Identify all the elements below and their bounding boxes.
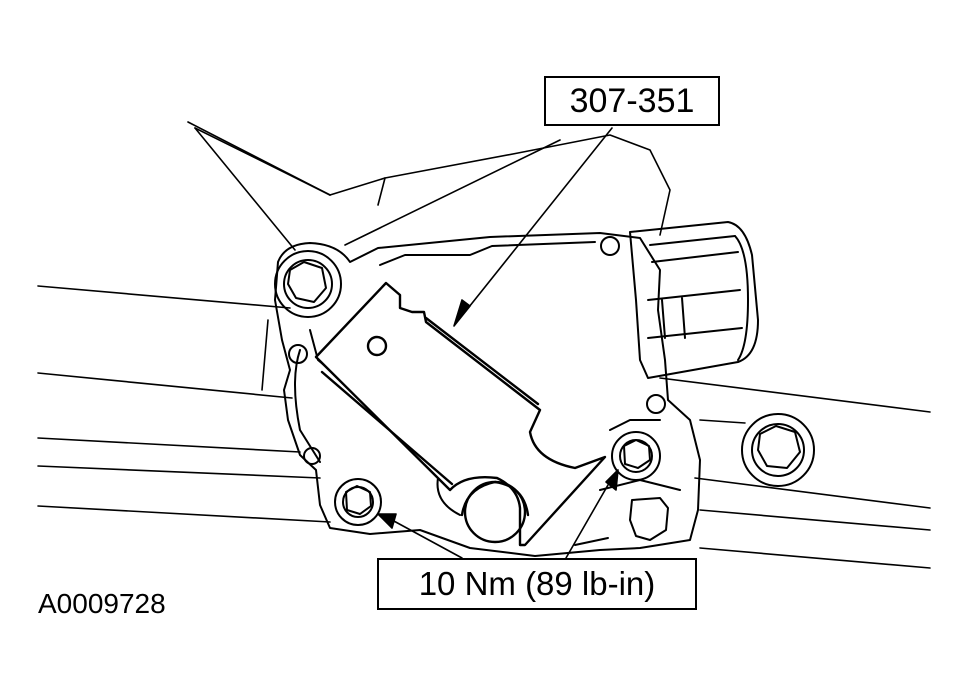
tool-callout-leader (453, 127, 613, 327)
figure-id-label: A0009728 (38, 588, 166, 619)
bolt-leader-lines (194, 127, 331, 251)
torque-callout-leaders (377, 469, 619, 559)
case-background-lines (37, 121, 931, 569)
special-tool-callout-text: 307-351 (569, 81, 695, 120)
housing-holes (288, 236, 669, 541)
special-tool-307-351 (314, 281, 607, 547)
special-tool-callout: 307-351 (544, 76, 720, 126)
torque-spec-callout-text: 10 Nm (89 lb-in) (418, 565, 656, 602)
lower-left-bolt (334, 478, 382, 526)
torque-spec-callout: 10 Nm (89 lb-in) (377, 558, 697, 610)
lower-right-bolt (611, 431, 661, 481)
electrical-connector (629, 221, 759, 379)
upper-left-bolt (274, 250, 342, 318)
right-bolt (741, 413, 815, 487)
